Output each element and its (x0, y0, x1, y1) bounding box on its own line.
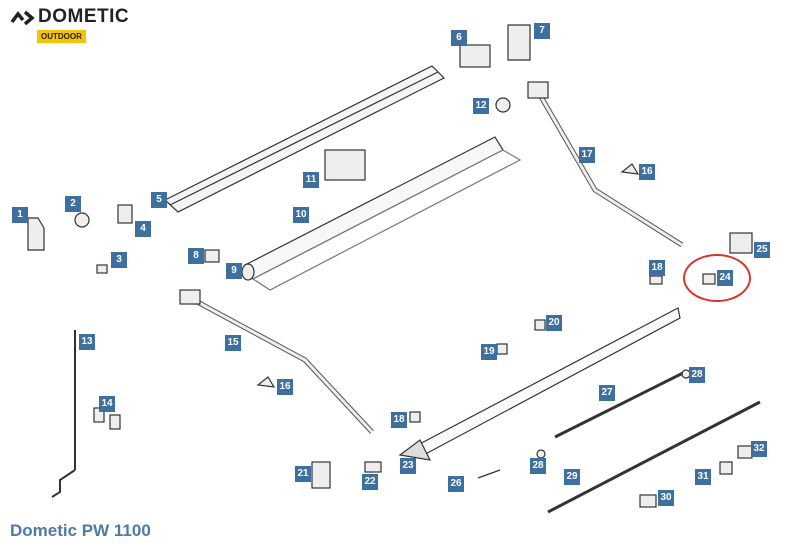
part-label-4: 4 (135, 221, 151, 237)
part-label-15: 15 (225, 335, 241, 351)
part-label-24: 24 (717, 270, 733, 286)
roller-tube-part (163, 65, 446, 213)
product-title: Dometic PW 1100 (10, 521, 151, 540)
part-label-11: 11 (303, 172, 319, 188)
part-label-23: 23 (400, 458, 416, 474)
part-label-16: 16 (639, 164, 655, 180)
part-label-2: 2 (65, 196, 81, 212)
part-label-18: 18 (649, 260, 665, 276)
part-label-8: 8 (188, 248, 204, 264)
tension-rod-part (547, 370, 761, 514)
part-label-13: 13 (79, 334, 95, 350)
part-label-20: 20 (546, 315, 562, 331)
part-label-16: 16 (277, 379, 293, 395)
part-label-3: 3 (111, 252, 127, 268)
part-label-12: 12 (473, 98, 489, 114)
part-label-27: 27 (599, 385, 615, 401)
part-label-25: 25 (754, 242, 770, 258)
logo-word: DOMETIC (38, 6, 130, 27)
part-label-7: 7 (534, 23, 550, 39)
crank-handle-part (51, 330, 76, 498)
arm-right-part (527, 81, 684, 248)
highlight-circle (683, 254, 751, 302)
part-label-9: 9 (226, 263, 242, 279)
part-label-28: 28 (530, 458, 546, 474)
logo-tag: OUTDOOR (37, 30, 86, 43)
arm-left-part (179, 289, 374, 434)
part-label-19: 19 (481, 344, 497, 360)
part-label-28: 28 (689, 367, 705, 383)
small-parts (27, 24, 753, 508)
part-label-32: 32 (751, 441, 767, 457)
part-label-30: 30 (658, 490, 674, 506)
part-label-26: 26 (448, 476, 464, 492)
part-label-22: 22 (362, 474, 378, 490)
part-label-5: 5 (151, 192, 167, 208)
part-label-14: 14 (99, 396, 115, 412)
part-label-6: 6 (451, 30, 467, 46)
part-label-29: 29 (564, 469, 580, 485)
part-label-21: 21 (295, 466, 311, 482)
fabric-roll-part (241, 136, 522, 291)
part-label-18: 18 (391, 412, 407, 428)
part-label-31: 31 (695, 469, 711, 485)
logo-chevron-icon (10, 10, 35, 25)
part-label-1: 1 (12, 207, 28, 223)
part-label-17: 17 (579, 147, 595, 163)
front-profile-part (398, 307, 681, 461)
part-label-10: 10 (293, 207, 309, 223)
